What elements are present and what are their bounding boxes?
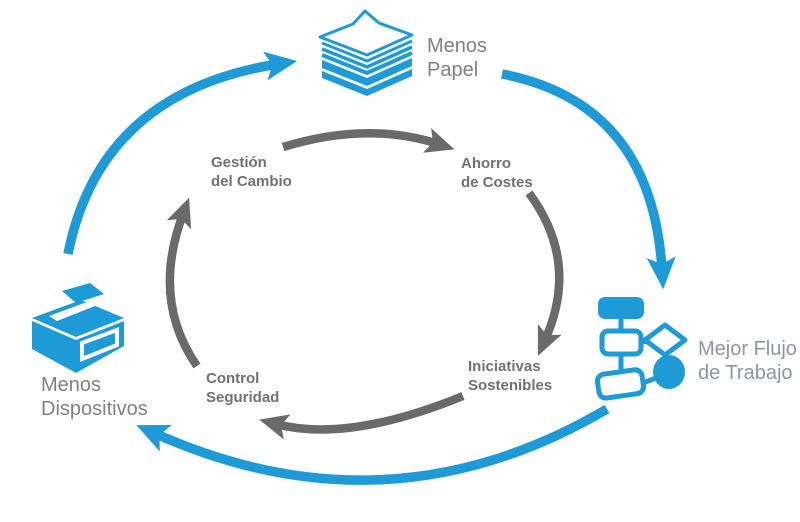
label-line: Iniciativas bbox=[468, 358, 541, 375]
label-line: de Trabajo bbox=[698, 362, 793, 384]
label-ahorro-de-costes: Ahorro de Costes bbox=[461, 154, 533, 192]
flowchart-icon bbox=[594, 297, 688, 401]
arrow-devices-to-paper bbox=[63, 51, 298, 255]
label-gestion-del-cambio: Gestión del Cambio bbox=[211, 153, 292, 191]
label-line: Sostenibles bbox=[468, 377, 553, 394]
label-mejor-flujo-de-trabajo: Mejor Flujo de Trabajo bbox=[698, 337, 797, 385]
label-line: del Cambio bbox=[211, 173, 292, 190]
outer-cycle-arrows bbox=[63, 51, 676, 485]
label-line: Mejor Flujo bbox=[698, 338, 797, 360]
arrow-gestion-to-ahorro bbox=[281, 128, 455, 153]
label-menos-dispositivos: Menos Dispositivos bbox=[41, 373, 148, 421]
arrow-ahorro-to-iniciativas bbox=[525, 190, 564, 356]
label-control-seguridad: Control Seguridad bbox=[206, 369, 279, 407]
arrow-control-to-gestion bbox=[165, 197, 201, 369]
arrow-iniciativas-to-control bbox=[259, 392, 465, 440]
label-line: Dispositivos bbox=[41, 398, 148, 420]
label-iniciativas-sostenibles: Iniciativas Sostenibles bbox=[468, 357, 552, 395]
label-line: Ahorro bbox=[461, 155, 511, 172]
label-line: Menos bbox=[427, 35, 488, 57]
inner-cycle-arrows bbox=[165, 128, 564, 440]
label-line: Menos bbox=[41, 374, 102, 396]
arrow-paper-to-workflow bbox=[501, 69, 676, 290]
paper-stack-icon bbox=[318, 9, 414, 96]
label-line: Control bbox=[206, 370, 260, 387]
label-line: Gestión bbox=[211, 154, 267, 171]
label-line: Seguridad bbox=[206, 389, 280, 406]
label-line: Papel bbox=[427, 59, 479, 81]
printer-icon bbox=[32, 283, 124, 373]
arrow-workflow-to-devices bbox=[136, 404, 610, 485]
label-menos-papel: Menos Papel bbox=[427, 34, 487, 82]
label-line: de Costes bbox=[461, 174, 533, 191]
